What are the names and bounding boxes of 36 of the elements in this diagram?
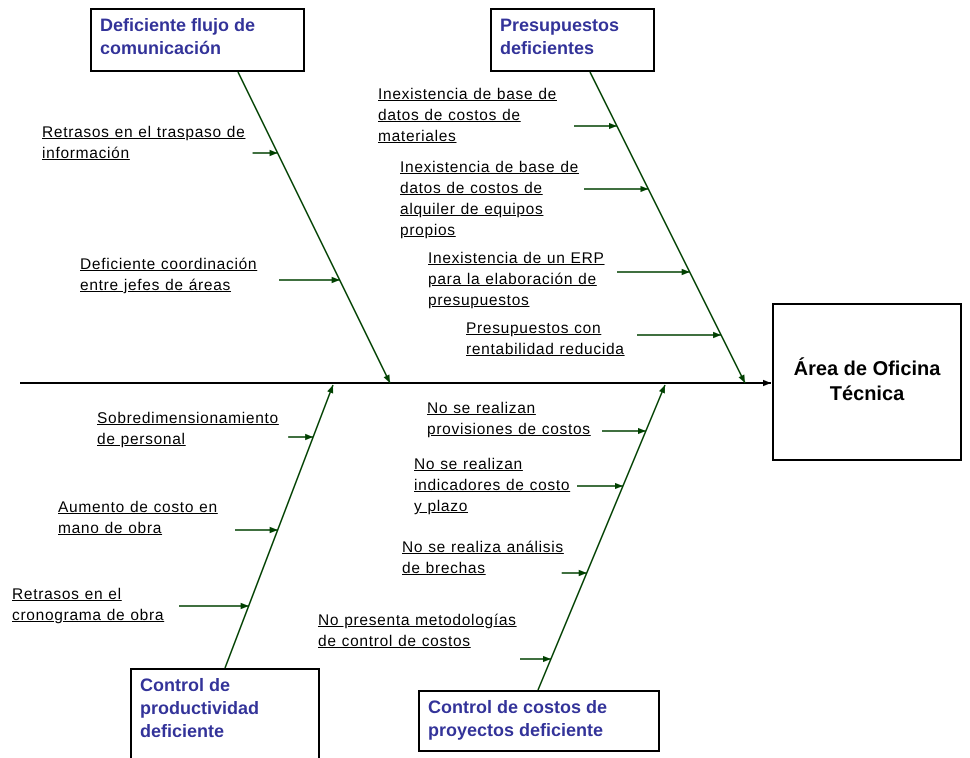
bone-arrow xyxy=(237,72,391,384)
spine-arrow xyxy=(20,380,771,386)
category-box: Deficiente flujo de comunicación xyxy=(90,8,305,72)
effect-box: Área de Oficina Técnica xyxy=(772,303,962,461)
arrow xyxy=(179,602,249,610)
cause-text: Presupuestos con rentabilidad reducida xyxy=(466,318,637,360)
cause-text: Inexistencia de base de datos de costos de materiales xyxy=(378,84,574,147)
category-box: Control de costos de proyectos deficiente xyxy=(418,690,660,752)
arrow xyxy=(288,434,314,440)
cause-text: No se realizan provisiones de costos xyxy=(427,398,602,440)
arrow xyxy=(602,428,646,434)
category-box: Control de productividad deficiente xyxy=(130,668,320,758)
arrow xyxy=(617,268,690,276)
arrow xyxy=(520,656,551,662)
arrow xyxy=(637,332,722,338)
cause-text: Sobredimensionamiento de personal xyxy=(97,408,297,450)
bone-arrow xyxy=(589,72,746,384)
cause-text: No se realiza análisis de brechas xyxy=(402,537,587,579)
arrow xyxy=(584,186,648,192)
cause-text: Inexistencia de un ERP para la elaboración de presupuestos xyxy=(428,248,617,311)
cause-text: Retrasos en el cronograma de obra xyxy=(12,584,179,626)
arrow xyxy=(235,526,278,534)
cause-text: No presenta metodologías de control de costos xyxy=(318,610,520,652)
arrow xyxy=(252,150,278,156)
arrow xyxy=(562,570,587,576)
bone-arrow xyxy=(537,384,666,690)
cause-text: Inexistencia de base de datos de costos de alquiler de equipos propios xyxy=(400,157,584,241)
cause-text: Deficiente coordinación entre jefes de áreas xyxy=(80,254,279,296)
category-box: Presupuestos deficientes xyxy=(490,8,655,72)
bone-arrow xyxy=(224,384,334,668)
cause-text: No se realizan indicadores de costo y plazo xyxy=(414,454,577,517)
arrow xyxy=(574,122,617,130)
cause-text: Aumento de costo en mano de obra xyxy=(58,497,235,539)
arrow xyxy=(279,276,340,284)
cause-text: Retrasos en el traspaso de información xyxy=(42,122,259,164)
arrow xyxy=(577,482,623,490)
